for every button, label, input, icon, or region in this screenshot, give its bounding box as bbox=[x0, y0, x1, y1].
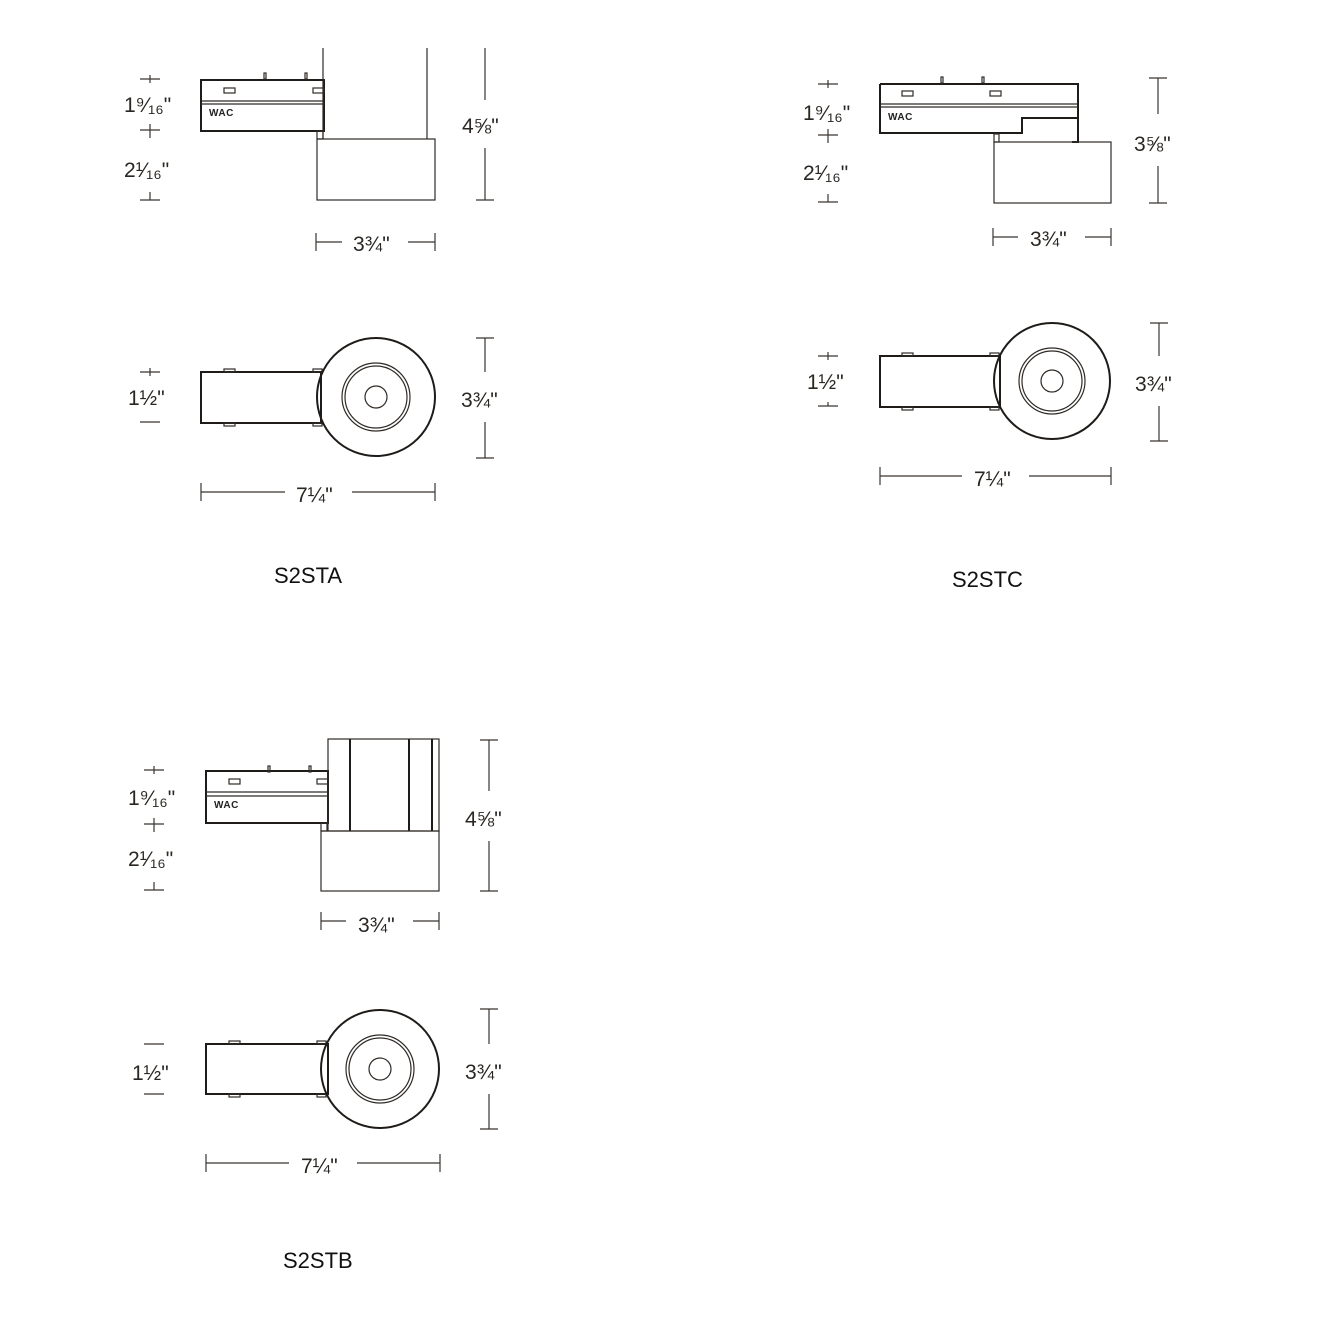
dim-body-width: 1½" bbox=[807, 371, 844, 394]
lens bbox=[364, 385, 388, 409]
dim-lower-height: 2¹⁄₁₆" bbox=[803, 162, 848, 185]
adapter-body bbox=[200, 79, 325, 132]
adapter-pin bbox=[304, 72, 308, 80]
dim-upper-height: 1⁹⁄₁₆" bbox=[124, 94, 171, 117]
s2stb-top-view: 1½" 3¾" 7¼" bbox=[132, 1008, 502, 1178]
fixture-head bbox=[320, 830, 440, 892]
swivel-joint bbox=[320, 822, 328, 832]
model-label: S2STB bbox=[283, 1248, 353, 1273]
s2sta-top-view: 1½" 3¾" 7¼" bbox=[128, 337, 498, 507]
s2stb-side-view: WAC 1⁹⁄₁₆" 2¹⁄₁₆" 4⅝" 3¾" bbox=[128, 738, 502, 937]
dim-lower-height: 2¹⁄₁₆" bbox=[124, 159, 169, 182]
dim-head-diameter: 3¾" bbox=[465, 1061, 502, 1084]
swivel-joint bbox=[993, 133, 1000, 143]
wac-logo: WAC bbox=[209, 108, 234, 119]
fixture-head-outer bbox=[316, 337, 436, 457]
adapter-slot bbox=[223, 87, 236, 94]
dim-upper-height: 1⁹⁄₁₆" bbox=[128, 787, 175, 810]
dim-head-width: 3¾" bbox=[353, 233, 390, 256]
dim-total-height: 4⅝" bbox=[462, 115, 499, 138]
dim-head-diameter: 3¾" bbox=[1135, 373, 1172, 396]
dim-body-width: 1½" bbox=[132, 1062, 169, 1085]
adapter-slot bbox=[312, 87, 325, 94]
fixture-head bbox=[993, 141, 1112, 204]
lens bbox=[368, 1057, 392, 1081]
fixture-head-outer bbox=[320, 1009, 440, 1129]
adapter-pin bbox=[263, 72, 267, 80]
dim-total-length: 7¼" bbox=[974, 468, 1011, 491]
dim-total-length: 7¼" bbox=[296, 484, 333, 507]
s2stc-top-view: 1½" 3¾" 7¼" bbox=[807, 322, 1172, 491]
dim-lower-height: 2¹⁄₁₆" bbox=[128, 848, 173, 871]
wac-logo: WAC bbox=[888, 112, 913, 123]
cylinder-housing bbox=[327, 738, 440, 832]
fixture-head bbox=[316, 138, 436, 201]
model-s2stb: WAC 1⁹⁄₁₆" 2¹⁄₁₆" 4⅝" 3¾" 1 bbox=[128, 738, 502, 1273]
adapter-body-top bbox=[205, 1043, 329, 1095]
adapter-body-top bbox=[879, 355, 1001, 408]
dim-total-length: 7¼" bbox=[301, 1155, 338, 1178]
wac-logo: WAC bbox=[214, 800, 239, 811]
dim-head-width: 3¾" bbox=[358, 914, 395, 937]
adapter-body bbox=[205, 770, 329, 824]
dim-body-width: 1½" bbox=[128, 387, 165, 410]
dim-head-width: 3¾" bbox=[1030, 228, 1067, 251]
swivel-joint bbox=[316, 130, 324, 140]
model-s2sta: WAC 1⁹⁄₁₆" 2¹⁄₁₆" 4⅝" 3¾" bbox=[124, 48, 499, 588]
model-label: S2STC bbox=[952, 567, 1023, 592]
model-s2stc: WAC 1⁹⁄₁₆" 2¹⁄₁₆" 3⅝" 3¾" 1½" 3¾" bbox=[803, 76, 1172, 592]
dim-upper-height: 1⁹⁄₁₆" bbox=[803, 102, 850, 125]
dim-head-diameter: 3¾" bbox=[461, 389, 498, 412]
dim-total-height: 4⅝" bbox=[465, 808, 502, 831]
fixture-head-outer bbox=[993, 322, 1111, 440]
model-label: S2STA bbox=[274, 563, 342, 588]
s2stc-side-view: WAC 1⁹⁄₁₆" 2¹⁄₁₆" 3⅝" 3¾" bbox=[803, 76, 1171, 251]
s2sta-side-view: WAC 1⁹⁄₁₆" 2¹⁄₁₆" 4⅝" 3¾" bbox=[124, 48, 499, 256]
dim-total-height: 3⅝" bbox=[1134, 133, 1171, 156]
lens bbox=[1040, 369, 1064, 393]
adapter-body-top bbox=[200, 371, 322, 424]
